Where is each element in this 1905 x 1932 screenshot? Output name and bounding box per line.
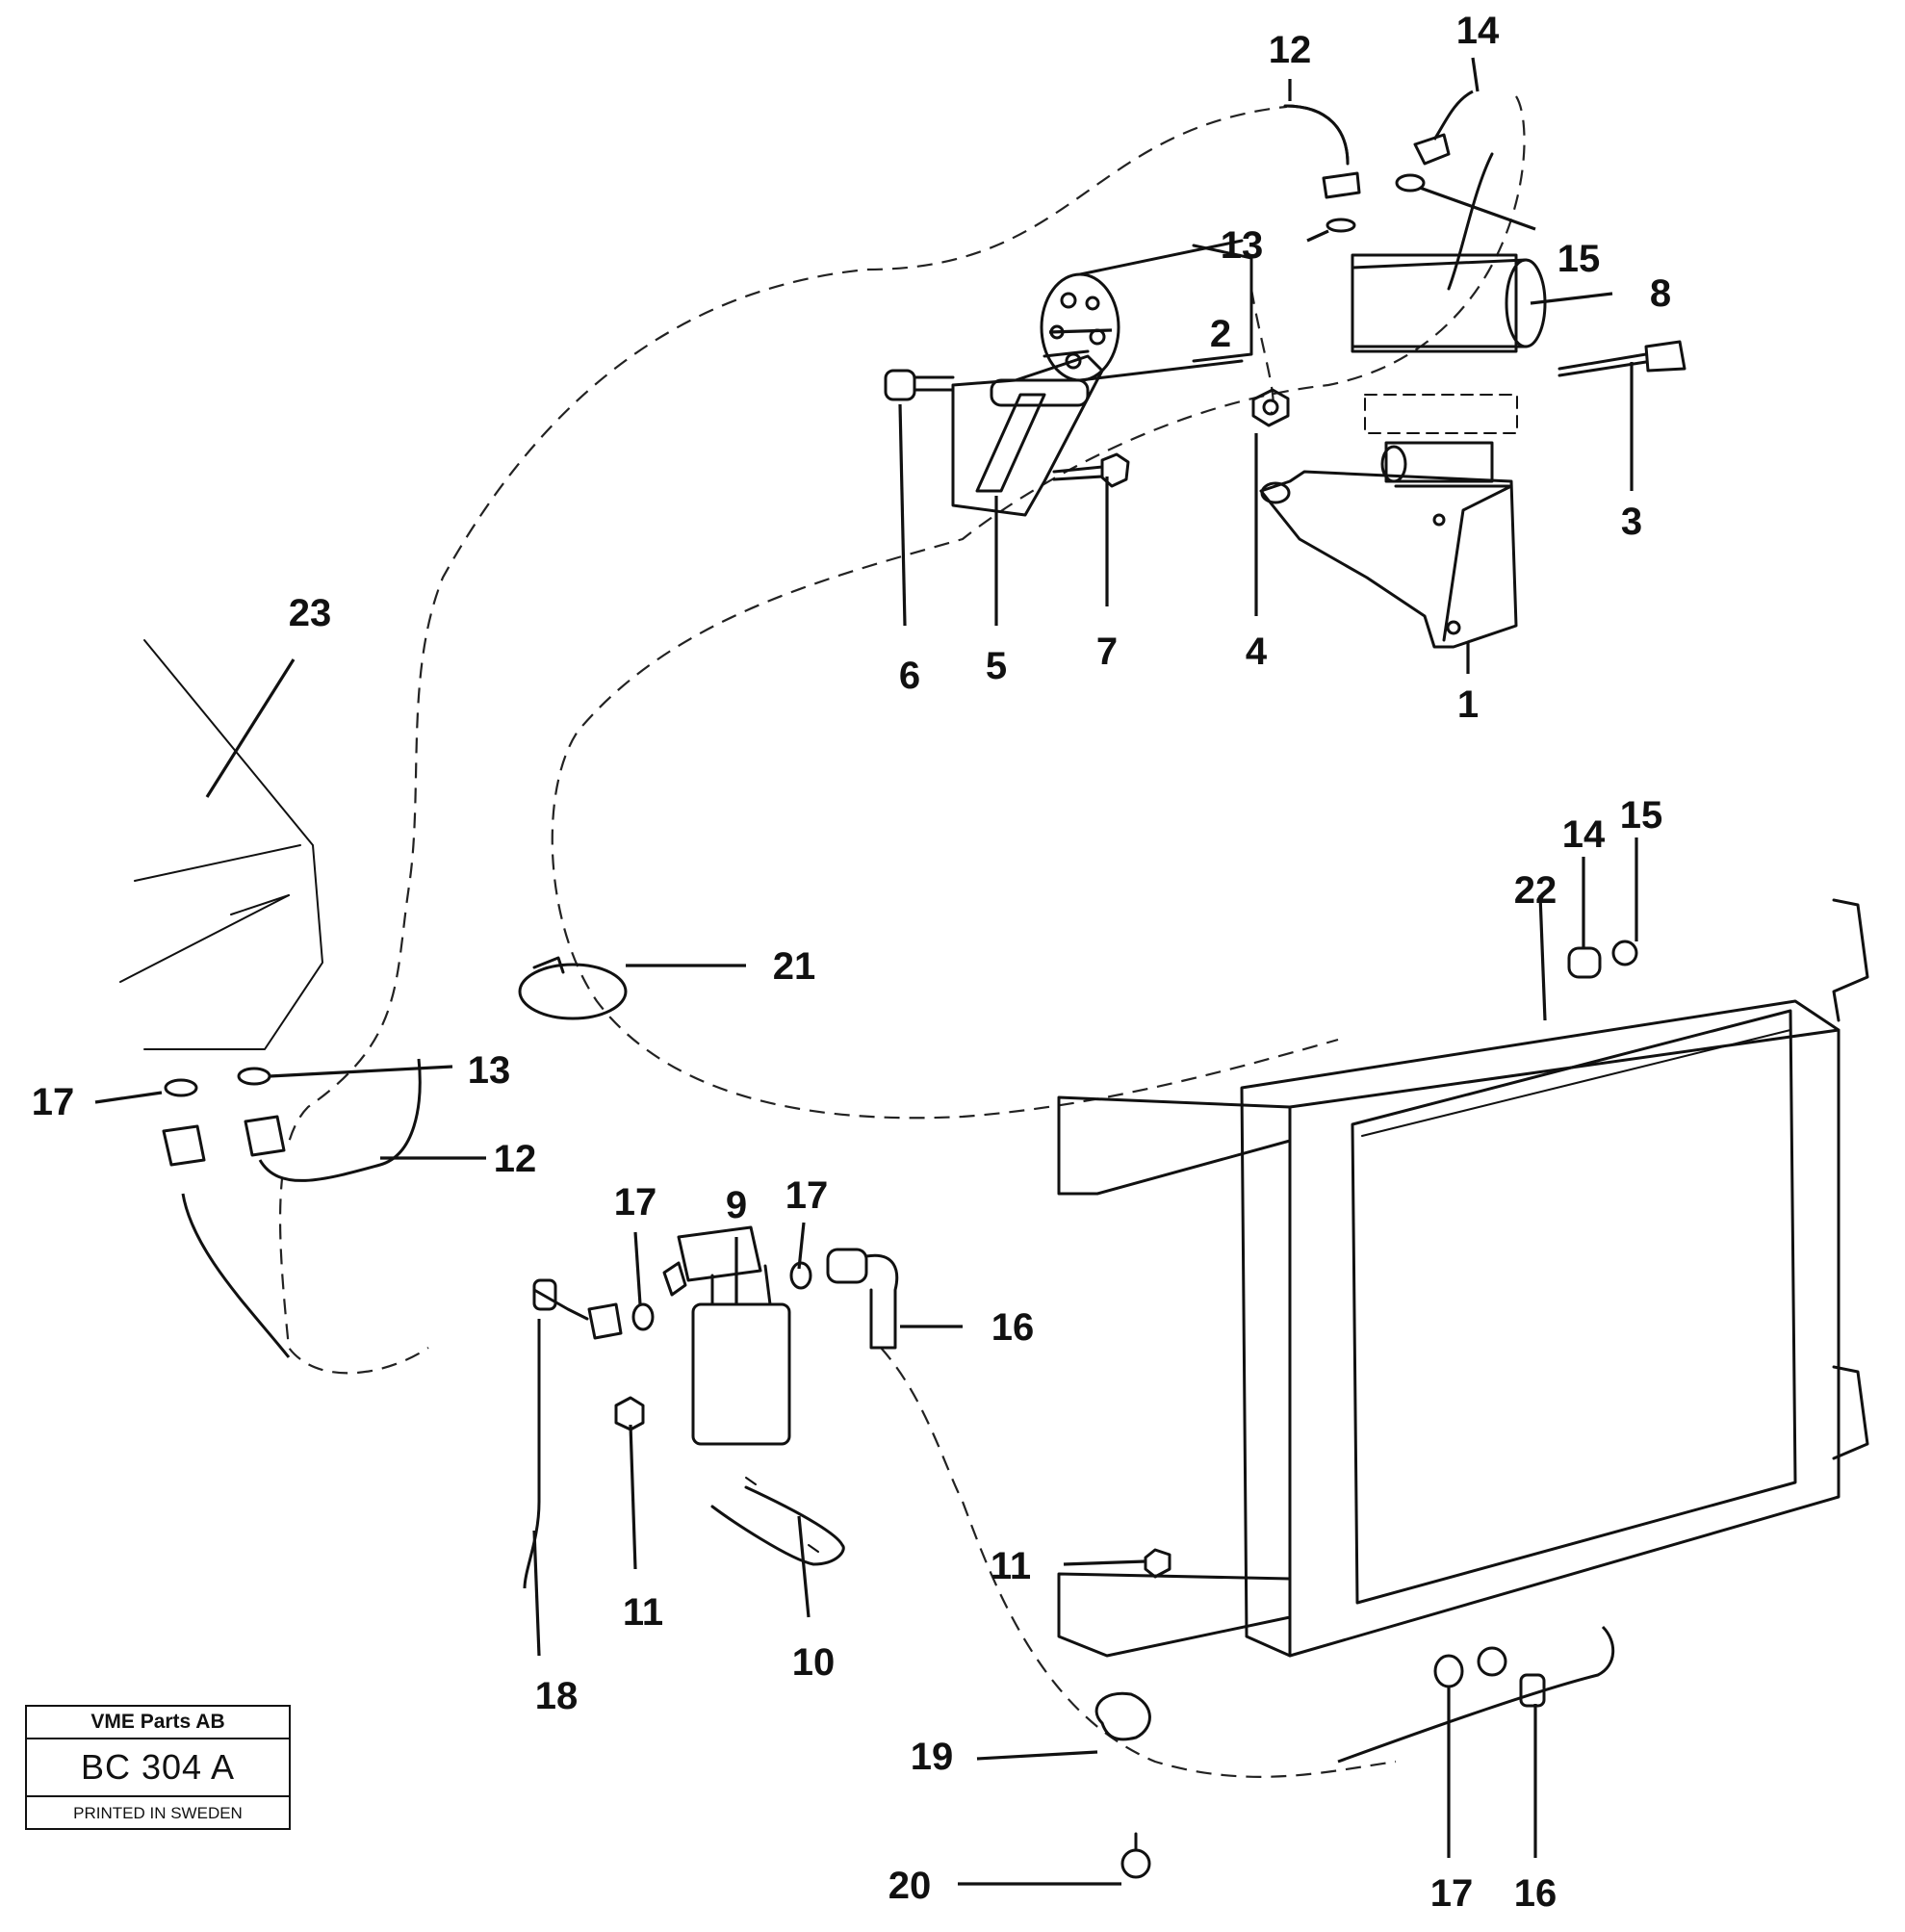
hose-12-left: [244, 1058, 422, 1182]
cab-outline: [119, 639, 323, 1050]
diagram-code: BC 304 A: [27, 1739, 289, 1797]
o-ring-13-left: [237, 1067, 271, 1086]
pipe-16-lower: [1337, 1625, 1615, 1764]
bolt-6: [884, 369, 955, 401]
callout-5: 5: [986, 645, 1007, 687]
callout-16-lower: 16: [1514, 1872, 1557, 1915]
callout-16-drier: 16: [991, 1306, 1035, 1349]
callout-19: 19: [911, 1736, 954, 1778]
callout-20: 20: [888, 1865, 932, 1907]
bolt-3: [1557, 340, 1686, 377]
hose-left: [162, 1124, 291, 1358]
callout-2: 2: [1210, 313, 1231, 355]
callout-6: 6: [899, 655, 920, 697]
callout-4: 4: [1246, 631, 1268, 673]
o-ring-17-lower: [1433, 1654, 1464, 1688]
hose-clamp-21: [518, 956, 628, 1020]
condenser: [1057, 898, 1869, 1658]
callout-15-top: 15: [1557, 238, 1601, 280]
callout-14-condenser: 14: [1562, 813, 1606, 856]
callout-22: 22: [1514, 869, 1557, 912]
callout-23: 23: [289, 592, 332, 634]
compressor-bracket: [1259, 394, 1518, 649]
sensor-10: [710, 1477, 845, 1566]
callout-12-top: 12: [1269, 29, 1312, 71]
o-ring-15-condenser: [1611, 940, 1638, 966]
o-ring-13-top: [1326, 218, 1356, 233]
callout-21: 21: [773, 945, 816, 988]
o-ring-15-top: [1395, 173, 1426, 193]
callout-labels: 1 2 3 4 5 6 7 8 9 10 11 11 12 12 13 13 1…: [32, 10, 1671, 1915]
callout-17-lower: 17: [1430, 1872, 1474, 1915]
o-ring-17-drier-left: [631, 1302, 655, 1331]
screw-20: [1120, 1832, 1151, 1879]
nut-11-condenser: [1144, 1548, 1171, 1579]
callout-15-condenser: 15: [1620, 794, 1663, 837]
fitting-left-drier: [587, 1261, 687, 1340]
clip-19: [1094, 1691, 1151, 1741]
callout-1: 1: [1457, 683, 1479, 726]
compressor: [1040, 239, 1547, 382]
callout-3: 3: [1621, 501, 1642, 543]
callout-10: 10: [792, 1641, 836, 1684]
callout-9: 9: [726, 1184, 747, 1226]
bolt-7: [1052, 452, 1130, 488]
hose-12-top: [1283, 104, 1361, 199]
nut-11-drier: [614, 1396, 645, 1431]
company-name: VME Parts AB: [27, 1707, 289, 1739]
callout-18: 18: [535, 1675, 579, 1717]
title-block: VME Parts AB BC 304 A PRINTED IN SWEDEN: [25, 1705, 291, 1830]
nut-lower: [1477, 1646, 1507, 1677]
fitting-14-condenser: [1567, 946, 1602, 979]
callout-11-drier: 11: [623, 1591, 663, 1634]
callout-7: 7: [1096, 631, 1118, 673]
o-ring-17-drier-right: [789, 1261, 812, 1290]
callout-12-left: 12: [494, 1138, 537, 1180]
routing-lines: [278, 95, 1526, 1778]
o-ring-17-left: [164, 1078, 198, 1097]
callout-17-drier-right: 17: [785, 1174, 829, 1217]
callout-17-left: 17: [32, 1081, 75, 1123]
tensioner-5: [951, 349, 1104, 517]
printed-note: PRINTED IN SWEDEN: [73, 1804, 243, 1822]
callout-14-top: 14: [1456, 10, 1500, 52]
hose-14-top: [1413, 90, 1494, 291]
fitting-16-drier: [826, 1248, 899, 1350]
leader-lines: [94, 57, 1638, 1886]
receiver-drier-9: [677, 1225, 791, 1446]
callout-11-condenser: 11: [991, 1545, 1031, 1587]
callout-13-left: 13: [468, 1049, 511, 1092]
callout-8: 8: [1650, 272, 1671, 315]
callout-17-drier-left: 17: [614, 1181, 657, 1224]
nut-4: [1251, 388, 1290, 427]
callout-13-top: 13: [1221, 224, 1264, 267]
hose-18: [523, 1278, 589, 1589]
